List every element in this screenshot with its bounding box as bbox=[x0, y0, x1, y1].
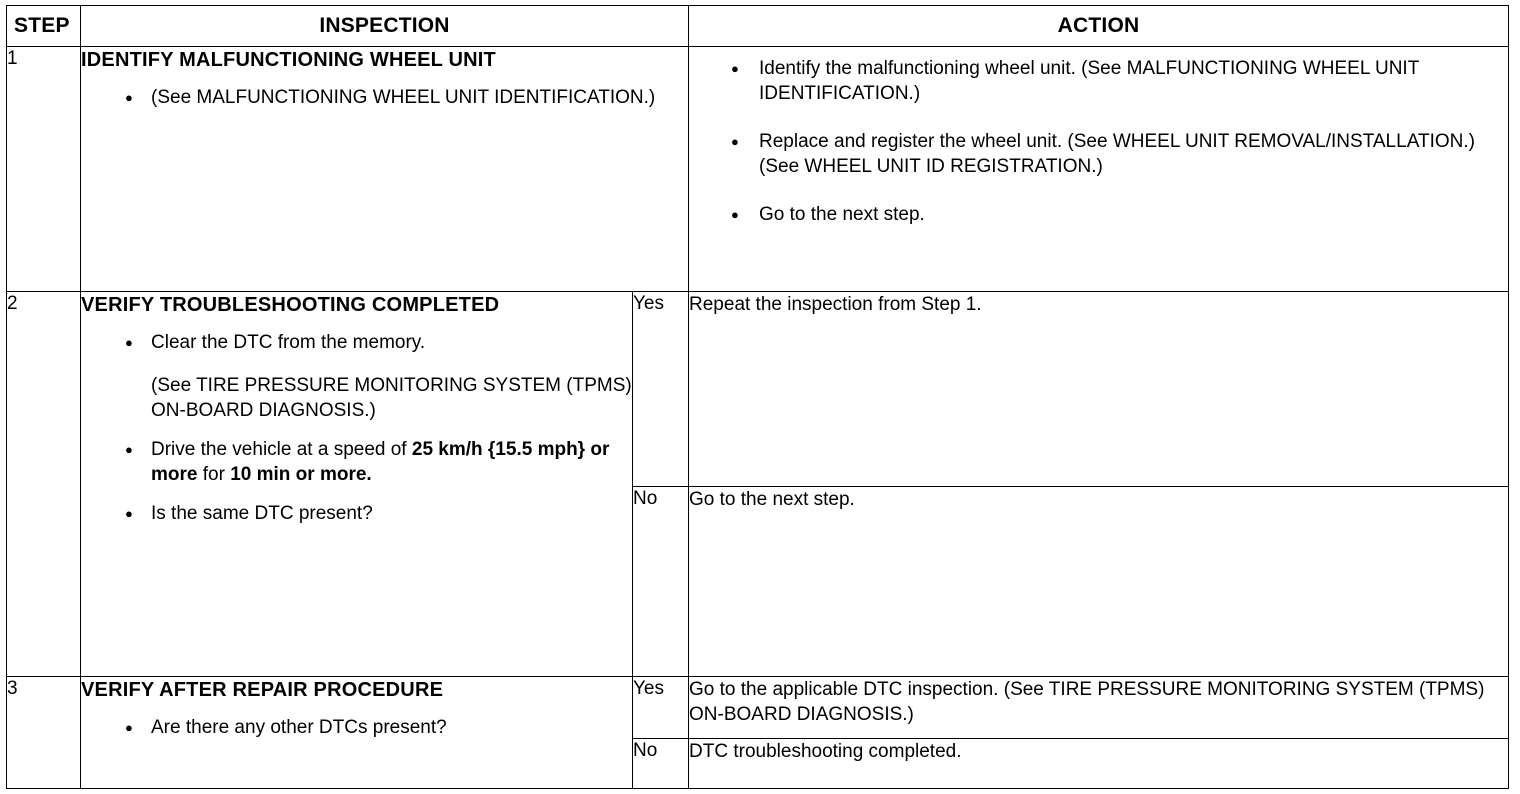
action-cell-step-1: Identify the malfunctioning wheel unit. … bbox=[688, 46, 1510, 293]
column-header-action: ACTION bbox=[688, 4, 1510, 48]
inspection-title-1: IDENTIFY MALFUNCTIONING WHEEL UNIT bbox=[81, 49, 496, 72]
step-number-1: 1 bbox=[6, 46, 81, 293]
inspection-bullet-list-3: Are there any other DTCs present? bbox=[81, 714, 632, 741]
action-text-yes-step-3: Go to the applicable DTC inspection. (Se… bbox=[688, 676, 1510, 739]
inspection-bullet-3-1: Are there any other DTCs present? bbox=[125, 714, 632, 741]
drive-duration-value: 10 min or more. bbox=[230, 464, 372, 486]
drive-speed-pre-text: Drive the vehicle at a speed of bbox=[151, 439, 412, 461]
action-bullet-1-1: Identify the malfunctioning wheel unit. … bbox=[731, 55, 1508, 106]
action-bullet-1-3: Go to the next step. bbox=[731, 201, 1508, 228]
answer-label-no-step-3: No bbox=[631, 737, 690, 790]
inspection-bullet-1-1: (See MALFUNCTIONING WHEEL UNIT IDENTIFIC… bbox=[125, 84, 688, 111]
table-row-step-3-no: No DTC troubleshooting completed. bbox=[7, 737, 1510, 790]
inspection-title-2: VERIFY TROUBLESHOOTING COMPLETED bbox=[81, 294, 500, 317]
drive-speed-value: 25 km/h {15.5 mph} or more bbox=[151, 439, 610, 486]
inspection-bullet-2-1: Clear the DTC from the memory. (See TIRE… bbox=[125, 329, 632, 423]
inspection-cell-step-2: VERIFY TROUBLESHOOTING COMPLETED Clear t… bbox=[80, 291, 633, 678]
drive-speed-mid-text: for bbox=[197, 464, 231, 486]
column-header-inspection: INSPECTION bbox=[79, 4, 690, 48]
table-row-step-2-no: No Go to the next step. bbox=[7, 486, 1510, 678]
action-bullet-list-1: Identify the malfunctioning wheel unit. … bbox=[689, 55, 1508, 228]
table-row-step-1: 1 IDENTIFY MALFUNCTIONING WHEEL UNIT (Se… bbox=[6, 46, 1510, 293]
step-number-3: 3 bbox=[6, 676, 81, 789]
inspection-bullet-list-2: Clear the DTC from the memory. (See TIRE… bbox=[81, 329, 632, 527]
table-row-step-2-yes: 2 VERIFY TROUBLESHOOTING COMPLETED Clear… bbox=[6, 291, 1510, 678]
action-text-no-step-2: Go to the next step. bbox=[688, 486, 1510, 678]
inspection-title-3: VERIFY AFTER REPAIR PROCEDURE bbox=[81, 679, 444, 702]
inspection-cell-step-3: VERIFY AFTER REPAIR PROCEDURE Are there … bbox=[80, 676, 633, 789]
action-text-yes-step-2: Repeat the inspection from Step 1. bbox=[688, 291, 1510, 488]
inspection-bullet-2-1-text: Clear the DTC from the memory. bbox=[151, 332, 426, 354]
table-row-step-3-yes: 3 VERIFY AFTER REPAIR PROCEDURE Are ther… bbox=[6, 676, 1510, 789]
inspection-bullet-list-1: (See MALFUNCTIONING WHEEL UNIT IDENTIFIC… bbox=[81, 84, 688, 111]
dtc-troubleshooting-table: STEP INSPECTION ACTION 1 IDENTIFY MALFUN… bbox=[6, 4, 1510, 790]
inspection-bullet-2-2: Drive the vehicle at a speed of 25 km/h … bbox=[125, 436, 632, 487]
answer-label-yes-step-3: Yes bbox=[631, 676, 690, 739]
action-text-no-step-3: DTC troubleshooting completed. bbox=[688, 737, 1510, 790]
inspection-subparagraph-2: (See TIRE PRESSURE MONITORING SYSTEM (TP… bbox=[151, 375, 632, 422]
action-bullet-1-2: Replace and register the wheel unit. (Se… bbox=[731, 128, 1508, 179]
table-header-row: STEP INSPECTION ACTION bbox=[6, 4, 1510, 48]
column-header-step: STEP bbox=[6, 4, 81, 48]
step-number-2: 2 bbox=[6, 291, 81, 678]
answer-label-yes-step-2: Yes bbox=[631, 291, 690, 488]
answer-label-no-step-2: No bbox=[631, 486, 690, 678]
inspection-bullet-2-3: Is the same DTC present? bbox=[125, 500, 632, 527]
inspection-cell-step-1: IDENTIFY MALFUNCTIONING WHEEL UNIT (See … bbox=[79, 46, 690, 293]
